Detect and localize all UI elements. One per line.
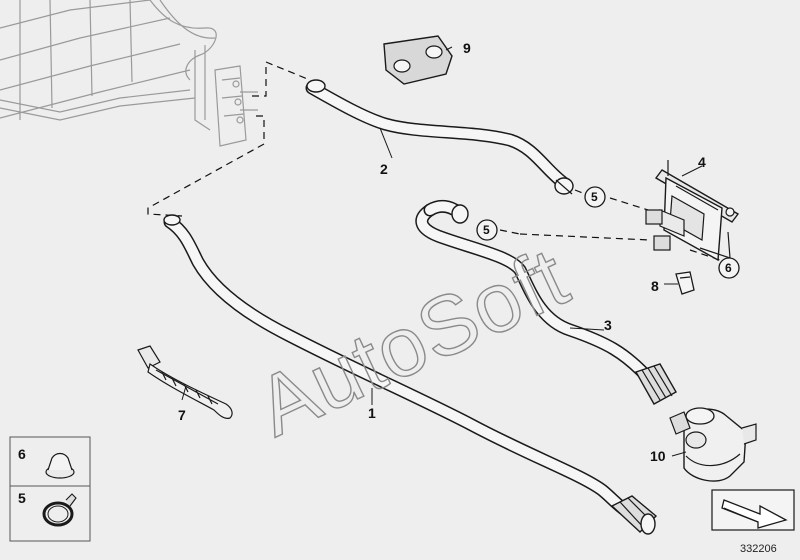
legend-number-6: 6	[18, 446, 26, 462]
callout-5-circle-a: 5	[584, 186, 606, 208]
legend-number-5: 5	[18, 490, 26, 506]
callout-6-circle: 6	[718, 257, 740, 279]
hose-3	[415, 199, 677, 405]
water-valve-4	[645, 160, 740, 262]
callout-7: 7	[178, 407, 186, 423]
diagram-number: 332206	[740, 543, 777, 555]
legend-box	[9, 436, 91, 542]
callout-10: 10	[650, 448, 666, 464]
svg-text:6: 6	[725, 261, 732, 275]
svg-text:5: 5	[591, 190, 598, 204]
pump-10	[669, 407, 757, 482]
bracket-9	[383, 35, 453, 85]
callout-9: 9	[463, 40, 471, 56]
callout-5-circle-b: 5	[476, 219, 498, 241]
leader-lines	[181, 46, 703, 457]
heater-core-outline	[0, 0, 258, 147]
grommet-6-icon	[45, 452, 75, 479]
arrow-forward-icon[interactable]	[711, 489, 795, 531]
callout-1: 1	[368, 405, 376, 421]
hose-1	[163, 214, 658, 535]
hose-2	[305, 79, 574, 195]
cable-strap-7	[137, 345, 233, 419]
callout-8: 8	[651, 278, 659, 294]
callout-2: 2	[380, 161, 388, 177]
clip-8	[675, 271, 695, 295]
callout-4: 4	[698, 154, 706, 170]
svg-text:5: 5	[483, 223, 490, 237]
hose-clamp-5-icon	[42, 493, 77, 527]
callout-3: 3	[604, 317, 612, 333]
